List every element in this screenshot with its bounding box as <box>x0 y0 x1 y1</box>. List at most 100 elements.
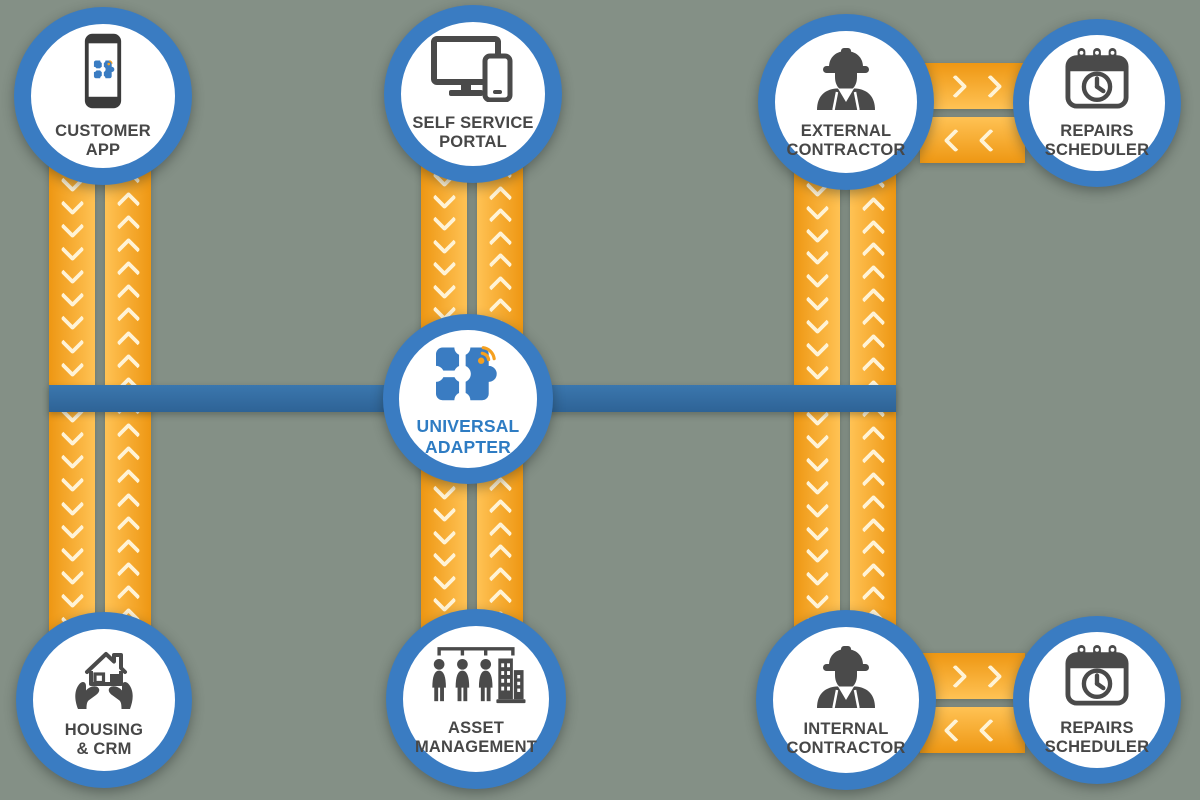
chevron-down-icon <box>59 584 85 609</box>
chevron-down-icon <box>59 515 85 540</box>
people-and-buildings-icon <box>425 641 527 712</box>
chevron-down-icon <box>59 561 85 586</box>
node-label: INTERNAL <box>803 719 889 738</box>
chevron-up-icon <box>115 191 141 216</box>
construction-worker-icon <box>810 642 882 713</box>
chevron-up-icon <box>860 516 886 542</box>
calendar-clock-icon <box>1064 46 1130 115</box>
chevron-up-icon <box>860 471 886 496</box>
node-internal-contractor: INTERNAL CONTRACTOR <box>756 610 936 790</box>
chevron-down-icon <box>431 588 457 613</box>
chevron-right-icon <box>942 73 968 99</box>
chevron-up-icon <box>487 274 513 300</box>
chevron-up-icon <box>115 468 141 493</box>
chevron-down-icon <box>59 492 85 517</box>
chevron-down-icon <box>804 287 830 312</box>
chevron-down-icon <box>59 214 85 239</box>
chevron-down-icon <box>804 241 830 266</box>
chevron-up-icon <box>115 214 141 239</box>
chevron-up-icon <box>115 584 141 609</box>
node-label: UNIVERSAL <box>416 416 520 437</box>
chevron-up-icon <box>860 310 886 335</box>
chevron-down-icon <box>804 356 830 381</box>
flow-band-external-to-scheduler <box>920 63 1025 109</box>
chevron-down-icon <box>431 566 457 591</box>
chevron-down-icon <box>804 516 830 542</box>
node-label: CONTRACTOR <box>786 141 906 159</box>
chevron-down-icon <box>431 230 457 255</box>
chevron-left-icon <box>977 127 1003 153</box>
chevron-up-icon <box>860 539 886 564</box>
node-label: REPAIRS <box>1060 718 1134 737</box>
chevron-up-icon <box>487 230 513 255</box>
node-universal-adapter: UNIVERSAL ADAPTER <box>383 314 553 484</box>
chevron-down-icon <box>804 425 830 450</box>
chevron-down-icon <box>431 207 457 232</box>
node-label: & CRM <box>76 740 132 758</box>
node-customer-app: CUSTOMER APP <box>14 7 192 185</box>
chevron-up-icon <box>115 330 141 355</box>
chevron-right-icon <box>977 73 1003 99</box>
node-label: ADAPTER <box>425 437 511 457</box>
chevron-up-icon <box>860 356 886 381</box>
chevron-down-icon <box>59 237 85 262</box>
chevron-up-icon <box>115 515 141 540</box>
node-label: ASSET <box>447 718 504 737</box>
chevron-down-icon <box>804 494 830 519</box>
chevron-up-icon <box>115 445 141 470</box>
chevron-down-icon <box>59 283 85 308</box>
flow-band-internal-to-scheduler <box>920 653 1025 699</box>
node-label: APP <box>85 141 121 159</box>
node-housing-crm: HOUSING & CRM <box>16 612 192 788</box>
chevron-down-icon <box>59 422 85 447</box>
chevron-up-icon <box>487 588 513 613</box>
desktop-and-phone-icon <box>431 35 515 107</box>
chevron-down-icon <box>804 219 830 244</box>
chevron-down-icon <box>804 585 830 610</box>
chevron-down-icon <box>804 310 830 335</box>
chevron-up-icon <box>115 353 141 378</box>
chevron-up-icon <box>860 333 886 358</box>
node-self-service-portal: SELF SERVICE PORTAL <box>384 5 562 183</box>
chevron-up-icon <box>487 207 513 232</box>
node-label: MANAGEMENT <box>414 738 538 756</box>
chevron-down-icon <box>431 274 457 300</box>
chevron-up-icon <box>860 264 886 289</box>
flow-band-scheduler-to-internal <box>920 707 1025 753</box>
chevron-up-icon <box>860 562 886 587</box>
chevron-down-icon <box>431 543 457 568</box>
chevron-right-icon <box>942 663 968 689</box>
chevron-down-icon <box>59 330 85 355</box>
chevron-down-icon <box>804 471 830 496</box>
chevron-down-icon <box>59 353 85 378</box>
chevron-up-icon <box>115 306 141 331</box>
chevron-left-icon <box>942 717 968 743</box>
chevron-down-icon <box>59 468 85 493</box>
node-repairs-scheduler-bottom: REPAIRS SCHEDULER <box>1013 616 1181 784</box>
node-label: SCHEDULER <box>1044 141 1150 159</box>
chevron-up-icon <box>860 494 886 519</box>
chevron-down-icon <box>804 196 830 221</box>
chevron-up-icon <box>487 521 513 546</box>
node-label: REPAIRS <box>1060 121 1134 140</box>
chevron-down-icon <box>59 260 85 285</box>
chevron-up-icon <box>860 425 886 450</box>
chevron-up-icon <box>860 241 886 266</box>
chevron-up-icon <box>487 498 513 523</box>
chevron-up-icon <box>115 237 141 262</box>
construction-worker-icon <box>810 44 882 115</box>
node-repairs-scheduler-top: REPAIRS SCHEDULER <box>1013 19 1181 187</box>
chevron-up-icon <box>487 185 513 210</box>
chevron-down-icon <box>59 191 85 216</box>
chevron-down-icon <box>804 264 830 289</box>
chevron-up-icon <box>487 566 513 591</box>
chevron-down-icon <box>431 521 457 546</box>
chevron-down-icon <box>431 185 457 210</box>
puzzle-piece-signal-icon <box>428 339 505 409</box>
chevron-up-icon <box>115 283 141 308</box>
smartphone-app-icon <box>82 32 124 115</box>
node-label: HOUSING <box>64 720 144 739</box>
chevron-left-icon <box>942 127 968 153</box>
chevron-up-icon <box>487 543 513 568</box>
chevron-down-icon <box>804 448 830 473</box>
